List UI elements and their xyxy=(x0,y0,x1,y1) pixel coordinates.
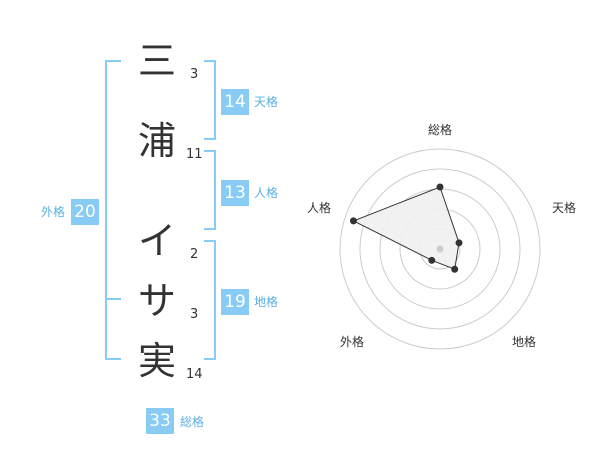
radar-points xyxy=(349,183,463,273)
radar-axis-label-soukaku: 総格 xyxy=(428,123,453,137)
tenkaku-value-badge: 14 xyxy=(221,89,249,115)
radar-point-4 xyxy=(428,256,436,264)
radar-point-1 xyxy=(436,183,444,191)
name-char-1: 三 xyxy=(137,39,176,83)
gaikaku-label: 外格 xyxy=(41,205,66,219)
soukaku-value-badge: 33 xyxy=(146,408,174,434)
chikaku-value-badge: 19 xyxy=(221,289,249,315)
jinkaku-value-badge: 13 xyxy=(221,180,249,206)
name-char-4: サ xyxy=(137,279,176,323)
radar-ring-4 xyxy=(359,168,521,330)
soukaku-label: 総格 xyxy=(180,415,205,429)
gaikaku-bracket-split xyxy=(105,298,121,300)
radar-area xyxy=(352,186,460,270)
radar-axis-label-gaikaku: 外格 xyxy=(340,335,365,349)
name-char-3: イ xyxy=(137,219,176,263)
radar-point-2 xyxy=(455,239,463,247)
gaikaku-value-badge: 20 xyxy=(71,199,99,225)
radar-point-5 xyxy=(349,217,357,225)
radar-ring-5 xyxy=(339,148,541,350)
radar-axis-label-jinkaku: 人格 xyxy=(307,201,332,215)
stroke-count-4: 3 xyxy=(190,307,199,322)
stroke-count-5: 14 xyxy=(186,367,203,382)
radar-axis-label-tenkaku: 天格 xyxy=(552,201,577,215)
tenkaku-bracket xyxy=(204,60,216,140)
stroke-count-2: 11 xyxy=(186,147,203,162)
radar-axis-label-chikaku: 地格 xyxy=(512,335,537,349)
stroke-count-1: 3 xyxy=(190,67,199,82)
radar-center-dot xyxy=(436,245,444,253)
tenkaku-label: 天格 xyxy=(254,95,279,109)
name-char-2: 浦 xyxy=(137,119,176,163)
chikaku-bracket xyxy=(204,240,216,360)
jinkaku-bracket xyxy=(204,150,216,230)
radar-point-3 xyxy=(451,265,459,273)
jinkaku-label: 人格 xyxy=(254,186,279,200)
name-char-5: 実 xyxy=(137,339,176,383)
gaikaku-bracket xyxy=(105,60,121,360)
chikaku-label: 地格 xyxy=(254,295,279,309)
stroke-count-3: 2 xyxy=(190,247,199,262)
